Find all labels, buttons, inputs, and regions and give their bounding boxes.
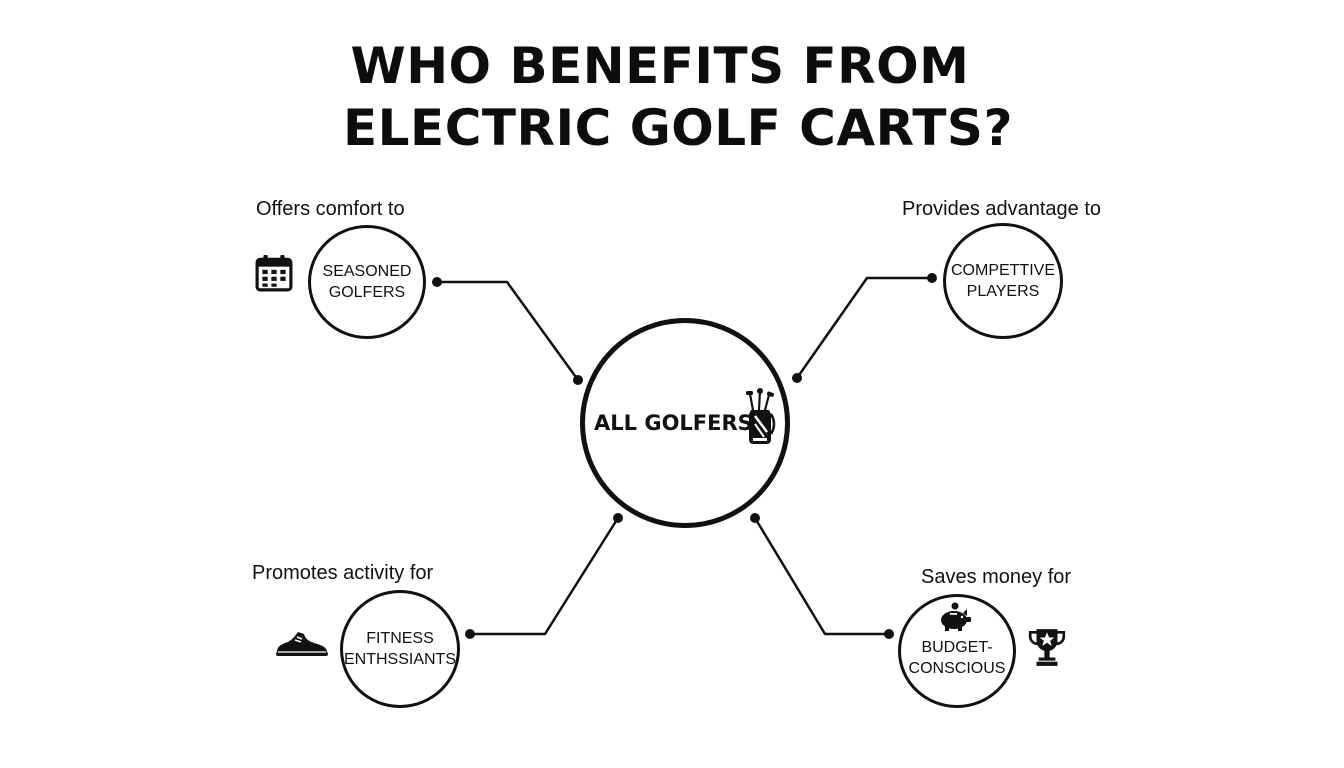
connector-fitness — [468, 516, 620, 636]
trophy-icon — [1028, 629, 1066, 666]
connector-dot — [884, 629, 894, 639]
connector-dot — [927, 273, 937, 283]
piggy-bank-icon — [941, 602, 971, 631]
node-label: SEASONED GOLFERS — [322, 263, 412, 301]
connector-dot — [750, 513, 760, 523]
node-seasoned-golfers: SEASONED GOLFERS — [308, 225, 426, 339]
caption-fitness: Promotes activity for — [252, 562, 434, 584]
node-label: FITNESS ENTHSSIANTS — [343, 630, 456, 668]
node-label: BUDGET- CONSCIOUS — [908, 639, 1006, 677]
connector-dot — [432, 277, 442, 287]
diagram-title-line-1: WHO BENEFITS FROM — [350, 37, 970, 95]
calendar-icon — [255, 255, 293, 292]
caption-competitive: Provides advantage to — [902, 198, 1102, 220]
caption-seasoned: Offers comfort to — [256, 198, 405, 220]
connector-dot — [465, 629, 475, 639]
sneaker-icon — [276, 632, 328, 656]
connector-dot — [573, 375, 583, 385]
caption-budget: Saves money for — [921, 566, 1072, 588]
connector-budget — [753, 516, 891, 636]
node-fitness-enthusiasts: FITNESS ENTHSSIANTS — [340, 590, 460, 708]
center-node — [580, 318, 790, 528]
center-label: ALL GOLFERS — [594, 411, 753, 435]
connector-competitive — [795, 276, 934, 380]
golf-bag-icon — [746, 388, 776, 444]
diagram-title-line-2: ELECTRIC GOLF CARTS? — [343, 99, 1013, 157]
connector-seasoned — [435, 280, 580, 382]
connector-dot — [613, 513, 623, 523]
connector-dot — [792, 373, 802, 383]
node-label: COMPETTIVE PLAYERS — [950, 262, 1055, 300]
node-competitive-players: COMPETTIVE PLAYERS — [943, 223, 1063, 339]
